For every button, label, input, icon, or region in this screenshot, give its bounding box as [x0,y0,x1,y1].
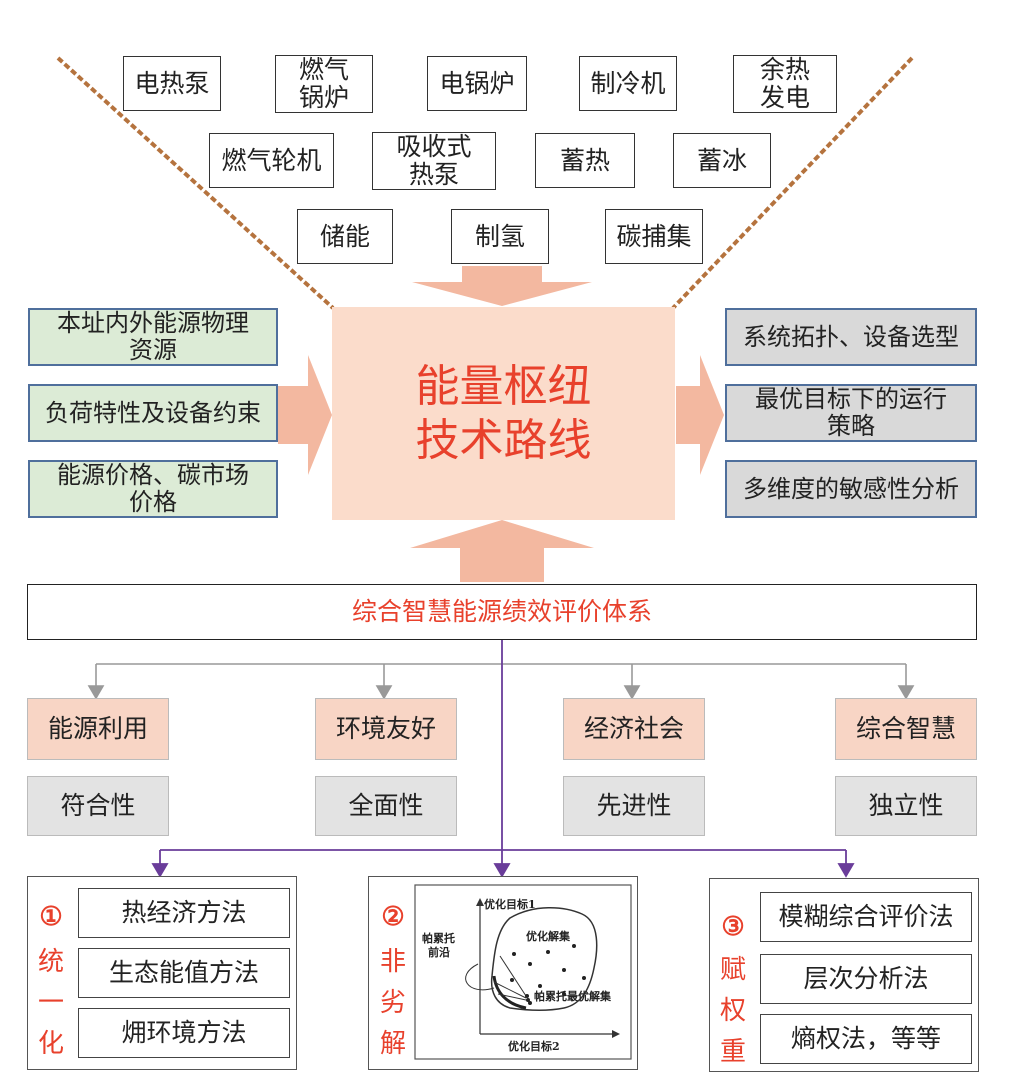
pareto-optimal-label: 帕累托最优解集 [534,989,612,1003]
method-ecological-emergy: 生态能值方法 [78,948,290,998]
output-box-operation-strategy: 最优目标下的运行 策略 [725,384,977,442]
region-label: 优化解集 [526,929,571,943]
panel1-number: ① [39,902,63,932]
solution-region [490,907,598,1012]
center-title-line2: 技术路线 [415,414,592,466]
panel1-vertical-label: 统 一 化 [37,947,64,1059]
input-box-load-constraints: 负荷特性及设备约束 [28,384,278,442]
pareto-front-curve [492,975,527,1010]
panel2-number: ② [381,902,405,932]
arrow-left-in [278,355,332,475]
tech-box-absorption-heat-pump: 吸收式 热泵 [372,132,496,190]
output-box-sensitivity: 多维度的敏感性分析 [725,460,977,518]
tech-box-electric-boiler: 电锅炉 [427,56,527,111]
category-environment: 环境友好 [315,698,457,760]
tech-box-hydrogen: 制氢 [451,209,549,264]
method-ahp: 层次分析法 [760,954,972,1004]
tech-box-heat-storage: 蓄热 [535,133,635,188]
method-exergy-environment: 㶲环境方法 [78,1008,290,1058]
category-energy-use: 能源利用 [27,698,169,760]
arrow-bottom-up [410,520,594,582]
funnel-line-right [671,56,914,310]
center-energy-hub-box: 能量枢纽 技术路线 [332,307,675,520]
method-entropy-weight: 熵权法，等等 [760,1014,972,1064]
funnel-line-left [56,56,335,310]
tech-box-energy-storage: 储能 [297,209,393,264]
panel3-vertical-label: 赋 权 重 [719,955,746,1067]
input-box-resources: 本址内外能源物理 资源 [28,308,278,366]
output-box-topology: 系统拓扑、设备选型 [725,308,977,366]
tech-box-waste-heat-power: 余热 发电 [733,55,837,113]
tech-box-chiller: 制冷机 [579,56,677,111]
pareto-plot: 优化目标1 优化目标2 优化解集 帕累托 前沿 帕累托最优解集 [414,884,632,1060]
tech-box-electric-heat-pump: 电热泵 [123,56,221,111]
method-fuzzy-evaluation: 模糊综合评价法 [760,892,972,942]
property-advancement: 先进性 [563,776,705,836]
property-conformity: 符合性 [27,776,169,836]
panel2-vertical-label: 非 劣 解 [379,947,406,1059]
y-axis-label: 优化目标1 [484,897,536,911]
property-comprehensiveness: 全面性 [315,776,457,836]
category-economy-society: 经济社会 [563,698,705,760]
center-title-line1: 能量枢纽 [415,360,592,412]
tech-box-gas-turbine: 燃气轮机 [209,133,334,188]
category-smart: 综合智慧 [835,698,977,760]
arrow-top-down [412,266,592,306]
category-connectors [87,663,915,700]
tech-box-ice-storage: 蓄冰 [673,133,771,188]
evaluation-system-bar: 综合智慧能源绩效评价体系 [27,584,977,640]
tech-box-carbon-capture: 碳捕集 [605,209,703,264]
pareto-front-label-line2: 前沿 [428,945,450,959]
arrow-right-out [676,355,724,475]
property-independence: 独立性 [835,776,977,836]
pareto-front-label-line1: 帕累托 [422,931,455,945]
method-connectors [151,640,855,878]
x-axis-label: 优化目标2 [508,1039,560,1053]
tech-box-gas-boiler: 燃气 锅炉 [275,55,373,113]
input-box-prices: 能源价格、碳市场 价格 [28,460,278,518]
method-thermoeconomic: 热经济方法 [78,888,290,938]
panel3-number: ③ [721,912,745,942]
